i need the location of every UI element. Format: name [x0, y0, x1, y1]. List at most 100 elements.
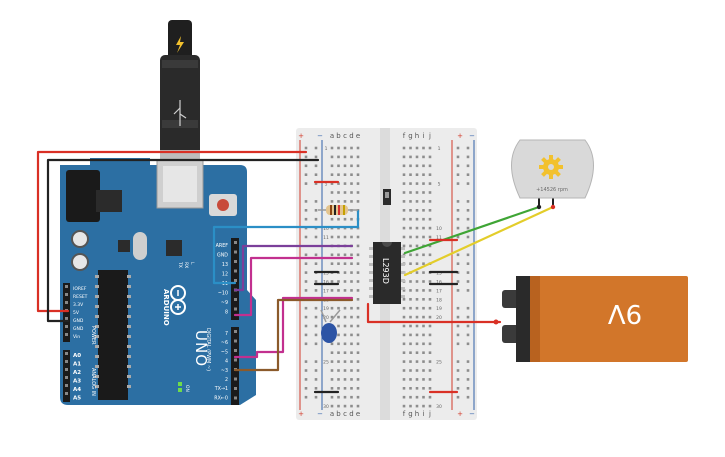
- resistor[interactable]: [318, 205, 358, 215]
- wire-pin11-to-resistor[interactable]: [212, 209, 360, 285]
- breadboard-column-label: e: [356, 132, 360, 140]
- breadboard-row-label: 5: [438, 182, 441, 188]
- digital-pin-label: ~6: [221, 340, 228, 346]
- digital-pin-label: RX←0: [214, 395, 228, 401]
- arduino-uno-board[interactable]: ARDUINO UNO POWER ANALOG IN DIGITAL (PWM…: [60, 158, 256, 405]
- wire-5v-to-rail[interactable]: [36, 150, 308, 313]
- wire-pin2-to-capacitor[interactable]: [233, 298, 354, 372]
- wire-chip-to-motor-yellow[interactable]: [403, 205, 555, 277]
- digital-pin-label: 7: [225, 331, 228, 337]
- digital-pin-label: 2: [225, 377, 228, 383]
- breadboard-row-label: 30: [323, 404, 329, 410]
- breadboard-row-label: 11: [436, 235, 442, 241]
- breadboard-column-label: f: [403, 410, 406, 418]
- arduino-brand: ARDUINO: [162, 289, 170, 326]
- breadboard-row-label: 15: [323, 271, 329, 277]
- breadboard-row-label: 17: [436, 288, 442, 294]
- power-pin-label: 3.3V: [73, 302, 84, 308]
- arduino-logo-icon: [170, 285, 186, 315]
- arduino-model: UNO: [192, 330, 210, 367]
- slide-switch[interactable]: [383, 189, 391, 205]
- power-pin-label: RESET: [73, 294, 88, 300]
- breadboard-row-label: 18: [436, 297, 442, 303]
- breadboard-row-label: 16: [436, 280, 442, 286]
- breadboard-column-label: j: [428, 410, 431, 418]
- dc-motor[interactable]: +14526 rpm: [511, 139, 594, 210]
- wire-pin9-to-chip[interactable]: [233, 256, 354, 317]
- wire-pin10-to-chip[interactable]: [233, 244, 354, 292]
- rail-plus-label-top-right: +: [457, 132, 463, 140]
- breadboard-row-label: 25: [323, 360, 329, 366]
- breadboard-column-label: g: [408, 410, 412, 418]
- breadboard-row-label: 15: [436, 271, 442, 277]
- tx-led-label: TX: [177, 261, 183, 268]
- motor-speed-label: +14526 rpm: [536, 187, 568, 193]
- rail-plus-label-bottom-left: +: [298, 410, 304, 418]
- analog-header-label: ANALOG IN: [90, 368, 96, 396]
- digital-pin-label: GND: [217, 253, 228, 259]
- breadboard-column-label: c: [343, 132, 347, 140]
- rail-minus-label-bottom-left: −: [317, 410, 323, 418]
- breadboard-column-label: g: [408, 132, 412, 140]
- digital-pin-label: 12: [222, 272, 228, 278]
- rx-led-label: RX: [183, 262, 189, 268]
- power-header-label: POWER: [90, 326, 96, 345]
- breadboard-row-label: 30: [436, 404, 442, 410]
- breadboard-row-label: 25: [436, 360, 442, 366]
- digital-pin-label: 13: [222, 262, 228, 268]
- breadboard-column-label: b: [336, 132, 341, 140]
- lightning-icon: [176, 36, 184, 53]
- wire-chip-to-motor-green[interactable]: [403, 205, 541, 255]
- breadboard-column-label: i: [423, 410, 425, 418]
- rail-minus-label-top-right: −: [469, 132, 475, 140]
- breadboard-column-label: h: [415, 410, 419, 418]
- wire-gnd-to-rail[interactable]: [46, 158, 320, 323]
- breadboard-column-label: f: [403, 132, 406, 140]
- breadboard-column-label: e: [356, 410, 360, 418]
- breadboard-column-label: j: [428, 132, 431, 140]
- digital-pin-label: 8: [225, 310, 228, 316]
- ceramic-capacitor[interactable]: [320, 309, 341, 343]
- breadboard-column-label: b: [336, 410, 341, 418]
- breadboard-row-label: 19: [436, 306, 442, 312]
- rail-minus-label-top-left: −: [317, 132, 323, 140]
- breadboard-column-label: c: [343, 410, 347, 418]
- digital-pin-label: AREF: [216, 243, 229, 249]
- power-pin-label: Vin: [73, 334, 80, 340]
- rail-minus-label-bottom-right: −: [469, 410, 475, 418]
- breadboard-column-label: d: [349, 410, 353, 418]
- digital-pin-label: TX→1: [214, 386, 228, 392]
- chip-label: L293D: [381, 258, 390, 284]
- breadboard-column-label: d: [349, 132, 353, 140]
- power-pin-label: GND: [73, 318, 84, 324]
- breadboard-column-label: a: [330, 410, 334, 418]
- usb-cable[interactable]: [160, 20, 200, 164]
- battery-9v[interactable]: 9V: [493, 276, 689, 362]
- digital-pin-label: ~3: [221, 368, 228, 374]
- breadboard-row-label: 5: [325, 182, 328, 188]
- analog-pin-label: A1: [73, 362, 81, 368]
- rail-plus-label-bottom-right: +: [457, 410, 463, 418]
- battery-label: 9V: [608, 298, 643, 328]
- analog-pin-label: A3: [73, 379, 81, 385]
- gear-icon: [539, 155, 563, 179]
- breadboard-row-label: 19: [323, 306, 329, 312]
- analog-pin-label: A4: [73, 387, 81, 393]
- on-led-label: ON: [184, 385, 190, 392]
- digital-pin-label: ~9: [221, 300, 228, 306]
- breadboard-row-label: 20: [323, 315, 329, 321]
- breadboard-column-label: i: [423, 132, 425, 140]
- breadboard-row-label: 11: [323, 235, 329, 241]
- wire-pin3-to-sensor[interactable]: [233, 296, 354, 359]
- power-pin-label: GND: [73, 326, 84, 332]
- digital-pin-label: ~5: [221, 349, 228, 355]
- wires: [36, 150, 555, 394]
- wire-chip-to-battery[interactable]: [366, 302, 502, 324]
- power-pin-label: IOREF: [73, 286, 87, 292]
- breadboard-column-label: h: [415, 132, 419, 140]
- motor-driver-chip[interactable]: L293D: [369, 242, 405, 304]
- breadboard-row-label: 10: [436, 226, 442, 232]
- digital-pin-label: ~10: [218, 291, 228, 297]
